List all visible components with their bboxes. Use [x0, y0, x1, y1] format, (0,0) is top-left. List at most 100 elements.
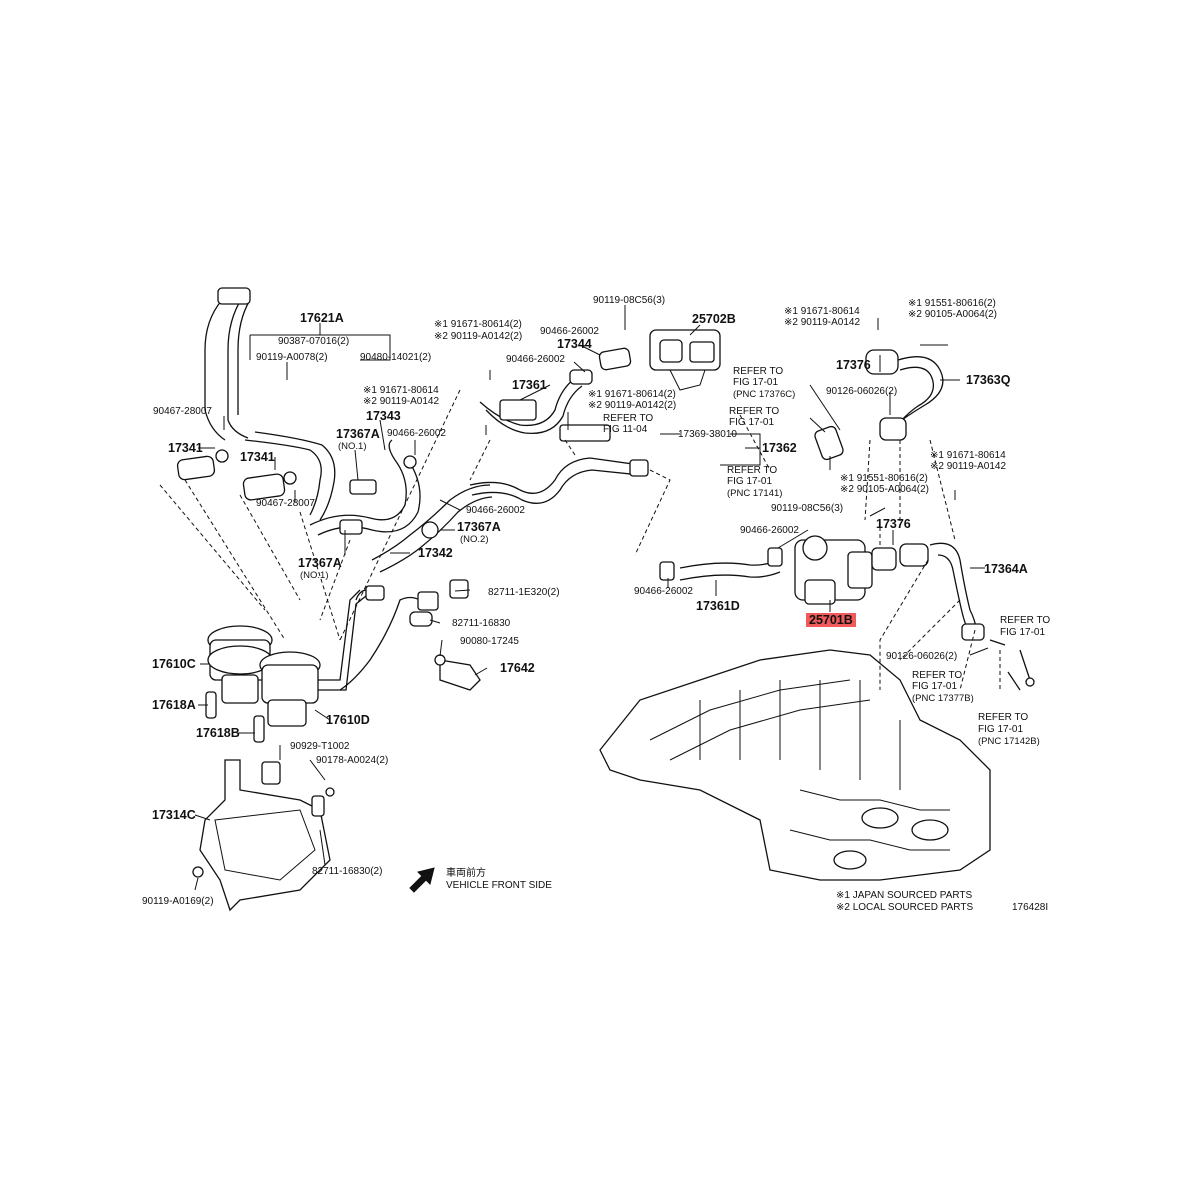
- label-refer-d-line1: REFER TO: [1000, 615, 1051, 626]
- label-90126-06026-b: 90126-06026(2): [886, 651, 958, 662]
- label-90387-07016: 90387-07016(2): [278, 336, 350, 347]
- label-17342: 17342: [418, 546, 453, 560]
- pipe-17364a: [929, 542, 985, 641]
- label-17341-b: 17341: [240, 450, 275, 464]
- label-x1-91671-80614-e: ※1 91671-80614: [930, 450, 1006, 461]
- label-x1-91551-80616-a: ※1 91551-80616(2): [908, 298, 996, 309]
- label-no1-bottom: (NO.1): [300, 570, 329, 581]
- label-vehicle-front-en: VEHICLE FRONT SIDE: [446, 880, 552, 891]
- label-17610c: 17610C: [152, 657, 196, 671]
- label-refer-a-line2: FIG 17-01: [733, 377, 779, 388]
- label-90119-08c56-a: 90119-08C56(3): [593, 295, 666, 306]
- label-refer-f-line2: FIG 17-01: [978, 724, 1024, 735]
- label-no1-top: (NO.1): [338, 441, 367, 452]
- label-90119-a0169: 90119-A0169(2): [142, 896, 214, 907]
- label-17344: 17344: [557, 337, 592, 351]
- label-refer-c-line1: REFER TO: [727, 465, 778, 476]
- label-17621a: 17621A: [300, 311, 344, 325]
- label-x2-90105-a0064-b: ※2 90105-A0064(2): [840, 484, 929, 495]
- sensors: [989, 639, 1035, 691]
- label-no2: (NO.2): [460, 534, 489, 545]
- label-90119-08c56-b: 90119-08C56(3): [771, 503, 844, 514]
- label-17343: 17343: [366, 409, 401, 423]
- vehicle-front-arrow: [409, 867, 435, 893]
- highlighted-part-25701b[interactable]: 25701B: [806, 613, 856, 627]
- pipe-17363q: [814, 349, 944, 461]
- legend-japan-sourced: ※1 JAPAN SOURCED PARTS: [836, 890, 973, 901]
- label-90466-26002-a: 90466-26002: [387, 428, 446, 439]
- label-x2-90119-a0142-c: ※2 90119-A0142(2): [588, 400, 677, 411]
- label-refer-e-line2: FIG 17-01: [912, 681, 958, 692]
- label-17363q: 17363Q: [966, 373, 1011, 387]
- air-intake-pipes: [204, 287, 336, 521]
- label-90466-26002-f: 90466-26002: [634, 586, 693, 597]
- label-17341-a: 17341: [168, 441, 203, 455]
- label-17364a: 17364A: [984, 562, 1028, 576]
- label-82711-16830-a: 82711-16830: [452, 618, 511, 629]
- label-90467-28007-b: 90467-28007: [256, 498, 315, 509]
- bracket-17314c: [192, 759, 335, 912]
- label-refer-c-line3: (PNC 17141): [727, 488, 783, 499]
- label-refer-fig-11-04-line1: REFER TO: [603, 413, 654, 424]
- leader-lines: [194, 305, 989, 891]
- label-17369-38010: 17369-38010: [678, 429, 737, 440]
- label-refer-b-line2: FIG 17-01: [729, 417, 775, 428]
- label-x1-91551-80616-b: ※1 91551-80616(2): [840, 473, 928, 484]
- label-17642: 17642: [500, 661, 535, 675]
- label-refer-e-line3: (PNC 17377B): [912, 693, 974, 704]
- valve-25701b-drawing: [794, 535, 929, 605]
- hose-pieces-17341: [176, 449, 297, 501]
- label-90126-06026-a: 90126-06026(2): [826, 386, 898, 397]
- label-x2-90105-a0064-a: ※2 90105-A0064(2): [908, 309, 997, 320]
- legend-local-sourced: ※2 LOCAL SOURCED PARTS: [836, 902, 974, 913]
- label-refer-f-line1: REFER TO: [978, 712, 1029, 723]
- upper-pipes: [479, 347, 632, 435]
- air-pumps: [205, 589, 367, 743]
- label-17610d: 17610D: [326, 713, 370, 727]
- label-x1-91671-80614-a: ※1 91671-80614: [363, 385, 439, 396]
- label-90466-26002-c: 90466-26002: [540, 326, 599, 337]
- label-x2-90119-a0142-a: ※2 90119-A0142: [363, 396, 440, 407]
- label-90178-a0024: 90178-A0024(2): [316, 755, 389, 766]
- valve-25702b-drawing: [649, 329, 721, 391]
- label-82711-1e320: 82711-1E320(2): [488, 587, 560, 598]
- label-refer-f-line3: (PNC 17142B): [978, 736, 1040, 747]
- label-refer-c-line2: FIG 17-01: [727, 476, 773, 487]
- label-17376-b: 17376: [876, 517, 911, 531]
- label-x1-91671-80614-c: ※1 91671-80614(2): [588, 389, 676, 400]
- label-x2-90119-a0142-b: ※2 90119-A0142(2): [434, 331, 523, 342]
- label-17361d: 17361D: [696, 599, 740, 613]
- dashed-lines: [159, 389, 1001, 691]
- pipe-17362: [469, 424, 649, 504]
- label-25701b: 25701B: [806, 613, 856, 627]
- label-17618a: 17618A: [152, 698, 196, 712]
- figure-id: 176428I: [1012, 902, 1049, 913]
- label-17367a-no2: 17367A: [457, 520, 501, 534]
- label-refer-a-line3: (PNC 17376C): [733, 389, 796, 400]
- engine-intake-manifold: [599, 649, 991, 881]
- label-90466-26002-d: 90466-26002: [506, 354, 565, 365]
- center-hoses: [309, 439, 493, 573]
- label-refer-e-line1: REFER TO: [912, 670, 963, 681]
- label-refer-fig-11-04-line2: FIG 11-04: [603, 424, 648, 435]
- label-82711-16830-b: 82711-16830(2): [312, 866, 383, 877]
- label-17362: 17362: [762, 441, 797, 455]
- hose-17361d: [659, 547, 783, 581]
- label-vehicle-front-jp: 車両前方: [446, 868, 486, 879]
- label-refer-b-line1: REFER TO: [729, 406, 780, 417]
- label-17618b: 17618B: [196, 726, 240, 740]
- label-90466-26002-e: 90466-26002: [740, 525, 799, 536]
- label-25702b: 25702B: [692, 312, 736, 326]
- label-90119-a0078: 90119-A0078(2): [256, 352, 328, 363]
- label-90929-t1002: 90929-T1002: [290, 741, 350, 752]
- label-17376-a: 17376: [836, 358, 871, 372]
- label-x1-91671-80614-b: ※1 91671-80614(2): [434, 319, 522, 330]
- label-refer-d-line2: FIG 17-01: [1000, 627, 1046, 638]
- label-17367a-no1-bottom: 17367A: [298, 556, 342, 570]
- label-90467-28007-a: 90467-28007: [153, 406, 212, 417]
- label-90080-17245: 90080-17245: [460, 636, 519, 647]
- label-x1-91671-80614-d: ※1 91671-80614: [784, 306, 860, 317]
- label-17367a-no1-top: 17367A: [336, 427, 380, 441]
- label-x2-90119-a0142-e: ※2 90119-A0142: [930, 461, 1007, 472]
- label-17314c: 17314C: [152, 808, 196, 822]
